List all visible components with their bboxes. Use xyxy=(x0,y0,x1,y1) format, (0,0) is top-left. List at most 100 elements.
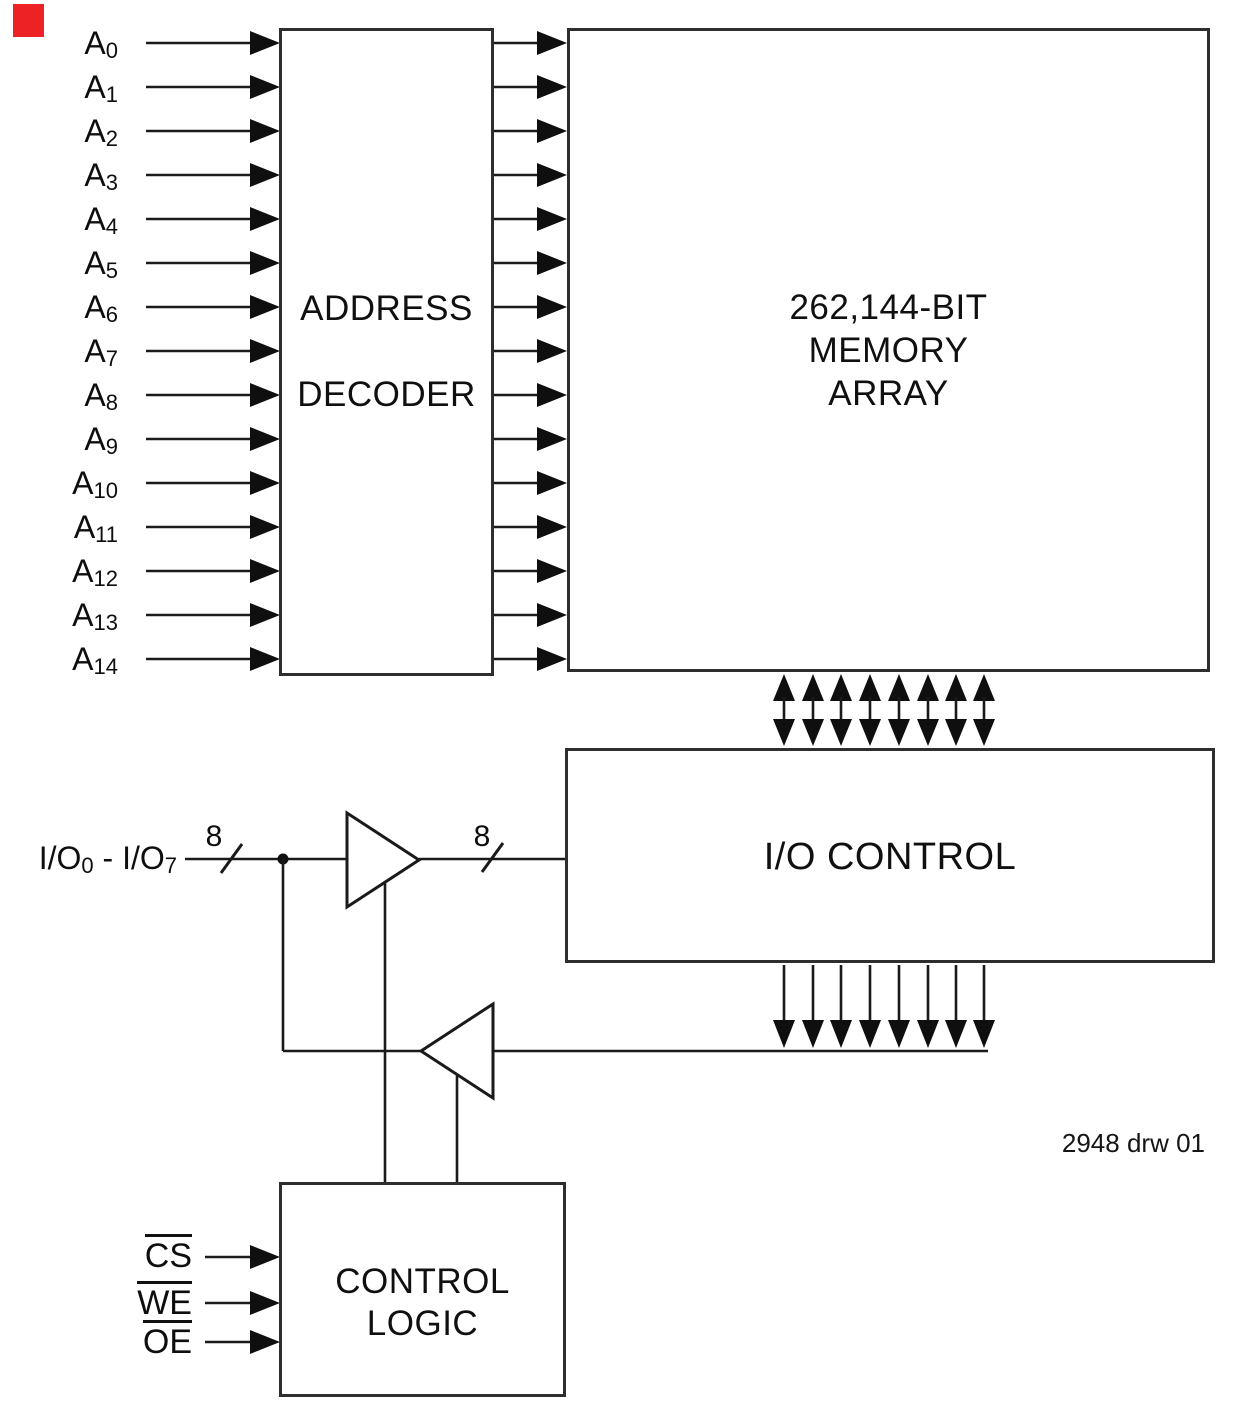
bus-width-left: 8 xyxy=(205,820,223,853)
decoder-output-arrowhead-0 xyxy=(537,31,567,55)
bus-slash-right xyxy=(480,842,505,873)
address-label-sub: 7 xyxy=(105,346,118,371)
address-label-2: A2 xyxy=(28,112,118,151)
memory-io-down-arrowhead-7 xyxy=(973,719,995,746)
address-label-sub: 2 xyxy=(105,126,118,151)
memory-io-up-arrowhead-6 xyxy=(945,674,967,701)
address-input-arrowhead-11 xyxy=(250,515,280,539)
address-label-sub: 11 xyxy=(95,522,118,547)
bus-width-right: 8 xyxy=(473,820,491,853)
address-label-12: A12 xyxy=(28,552,118,591)
io-control-block: I/O CONTROL xyxy=(565,748,1215,963)
memory-array-block: 262,144-BIT MEMORY ARRAY xyxy=(567,28,1210,672)
decoder-output-arrowhead-7 xyxy=(537,339,567,363)
address-label-14: A14 xyxy=(28,640,118,679)
decoder-output-arrowhead-1 xyxy=(537,75,567,99)
we-label: WE xyxy=(110,1281,192,1321)
address-label-base: A xyxy=(84,377,106,413)
control-logic-block: CONTROL LOGIC xyxy=(279,1182,566,1397)
address-decoder-block: ADDRESS DECODER xyxy=(279,28,494,676)
io-output-arrowhead-6 xyxy=(945,1020,967,1048)
address-label-sub: 10 xyxy=(93,478,118,503)
memory-io-up-arrowhead-5 xyxy=(917,674,939,701)
address-input-arrowhead-1 xyxy=(250,75,280,99)
address-label-base: A xyxy=(72,553,94,589)
address-input-arrowhead-13 xyxy=(250,603,280,627)
io-output-arrowhead-7 xyxy=(973,1020,995,1048)
address-label-base: A xyxy=(73,509,96,545)
memory-io-down-arrowhead-0 xyxy=(773,719,795,746)
oe-label: OE xyxy=(110,1320,192,1360)
address-label-base: A xyxy=(84,69,106,105)
address-label-sub: 1 xyxy=(105,82,118,107)
io-bus-sub-start: 0 xyxy=(81,853,94,878)
address-label-sub: 6 xyxy=(105,302,118,327)
decoder-output-arrowhead-6 xyxy=(537,295,567,319)
bus-slash-left xyxy=(219,843,244,874)
io-output-arrowhead-1 xyxy=(802,1020,824,1048)
address-label-base: A xyxy=(84,245,106,281)
io-output-arrowhead-3 xyxy=(859,1020,881,1048)
decoder-label-line1: ADDRESS xyxy=(300,289,473,328)
control-logic-labels: CONTROL LOGIC xyxy=(335,1261,510,1345)
address-input-arrowhead-0 xyxy=(250,31,280,55)
memory-io-down-arrowhead-6 xyxy=(945,719,967,746)
decoder-label-line2: DECODER xyxy=(297,375,476,414)
decoder-output-arrowhead-2 xyxy=(537,119,567,143)
decoder-output-arrowhead-4 xyxy=(537,207,567,231)
memory-io-down-arrowhead-5 xyxy=(917,719,939,746)
address-label-base: A xyxy=(72,465,94,501)
decoder-output-arrowhead-8 xyxy=(537,383,567,407)
address-label-sub: 8 xyxy=(105,390,118,415)
address-label-5: A5 xyxy=(28,244,118,283)
address-input-arrowhead-6 xyxy=(250,295,280,319)
address-label-sub: 12 xyxy=(93,566,118,591)
address-label-base: A xyxy=(84,421,106,457)
address-input-arrowhead-8 xyxy=(250,383,280,407)
write-buffer-icon xyxy=(345,810,422,910)
address-label-7: A7 xyxy=(28,332,118,371)
io-output-arrowhead-2 xyxy=(830,1020,852,1048)
decoder-output-arrowhead-11 xyxy=(537,515,567,539)
address-label-sub: 4 xyxy=(105,214,118,239)
address-label-base: A xyxy=(84,157,106,193)
decoder-output-arrowhead-12 xyxy=(537,559,567,583)
address-label-base: A xyxy=(84,113,106,149)
address-label-sub: 13 xyxy=(93,610,118,635)
address-label-base: A xyxy=(72,597,94,633)
address-label-6: A6 xyxy=(28,288,118,327)
io-output-arrowhead-4 xyxy=(888,1020,910,1048)
memory-label-line1: 262,144-BIT xyxy=(789,287,988,327)
address-label-11: A11 xyxy=(28,508,118,547)
address-label-8: A8 xyxy=(28,376,118,415)
address-label-13: A13 xyxy=(28,596,118,635)
address-label-base: A xyxy=(84,333,106,369)
io-bus-prefix: I/O xyxy=(38,840,82,876)
decoder-output-arrowhead-13 xyxy=(537,603,567,627)
oe-text: OE xyxy=(142,1320,192,1359)
address-label-9: A9 xyxy=(28,420,118,459)
address-input-arrowhead-12 xyxy=(250,559,280,583)
decoder-output-arrowhead-14 xyxy=(537,647,567,671)
address-input-arrowhead-7 xyxy=(250,339,280,363)
decoder-output-arrowhead-10 xyxy=(537,471,567,495)
we-text: WE xyxy=(137,1281,192,1320)
address-label-sub: 0 xyxy=(105,38,118,63)
control-logic-line2: LOGIC xyxy=(366,1303,479,1343)
address-label-0: A0 xyxy=(28,24,118,63)
address-label-base: A xyxy=(72,641,94,677)
address-label-base: A xyxy=(84,25,106,61)
memory-io-up-arrowhead-7 xyxy=(973,674,995,701)
cs-text: CS xyxy=(144,1234,192,1273)
address-label-sub: 5 xyxy=(105,258,118,283)
memory-io-down-arrowhead-1 xyxy=(802,719,824,746)
control-input-arrowhead-2 xyxy=(250,1330,280,1354)
address-label-base: A xyxy=(84,289,106,325)
address-label-sub: 3 xyxy=(105,170,118,195)
address-label-4: A4 xyxy=(28,200,118,239)
io-bus-sub-end: 7 xyxy=(164,853,177,878)
address-input-arrowhead-5 xyxy=(250,251,280,275)
memory-io-down-arrowhead-4 xyxy=(888,719,910,746)
